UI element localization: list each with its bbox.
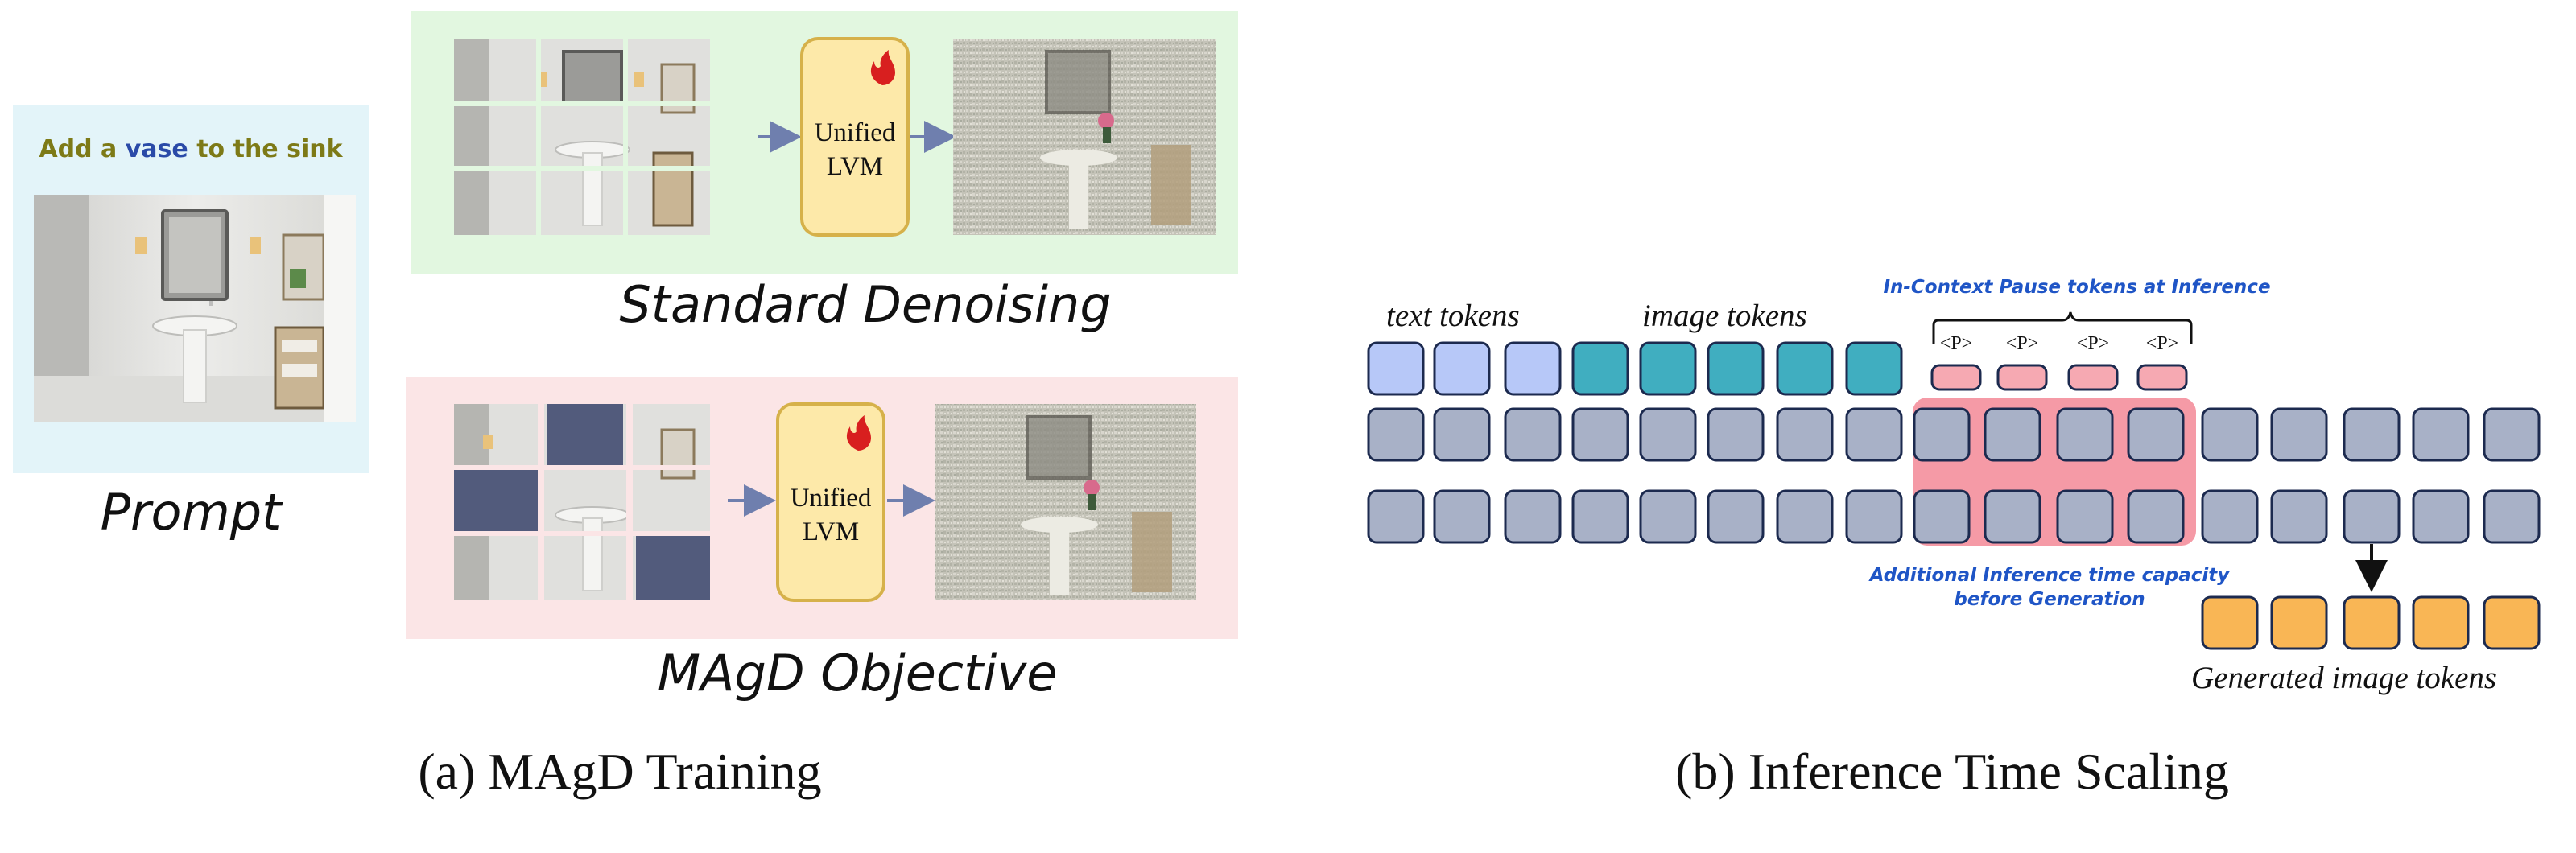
pause-token-label: <P> <box>1939 333 1973 354</box>
gray-token <box>1504 407 1562 462</box>
magd-lvm-label: Unified LVM <box>778 481 884 549</box>
gray-token <box>2483 407 2541 462</box>
gray-token <box>1913 407 1971 462</box>
pause-token <box>1930 364 1982 391</box>
generated-tokens <box>2201 595 2541 650</box>
gray-token <box>2127 407 2185 462</box>
image-token <box>1707 341 1765 396</box>
capacity-note: Additional Inference time capacity befor… <box>1848 563 2251 612</box>
gray-token <box>1433 489 1491 544</box>
image-tokens-label: image tokens <box>1642 299 1807 333</box>
pause-token-label: <P> <box>2076 333 2110 354</box>
magd-lvm-line2: LVM <box>802 517 860 546</box>
standard-lvm-label: Unified LVM <box>802 116 908 183</box>
generated-token <box>2483 595 2541 650</box>
image-token <box>1571 341 1629 396</box>
gray-token <box>1707 489 1765 544</box>
gray-token <box>2201 489 2259 544</box>
prompt-word-3: to the sink <box>188 135 343 163</box>
gray-token <box>2343 407 2401 462</box>
gray-token <box>1367 489 1425 544</box>
text-tokens-label: text tokens <box>1386 299 1520 333</box>
magd-label: MAgD Objective <box>657 644 1058 703</box>
image-token <box>1776 341 1834 396</box>
gray-token <box>1913 489 1971 544</box>
gray-token <box>2270 407 2328 462</box>
generated-token <box>2270 595 2328 650</box>
prompt-word-vase: vase <box>125 135 188 163</box>
text-token <box>1367 341 1425 396</box>
gray-token <box>2127 489 2185 544</box>
gray-token <box>2056 489 2114 544</box>
gray-token <box>1984 407 2041 462</box>
caption-left: (a) MAgD Training <box>418 743 822 800</box>
pause-token <box>2136 364 2188 391</box>
pause-token <box>1996 364 2048 391</box>
capacity-highlight <box>1913 398 2196 546</box>
prompt-word-1: Add a <box>39 135 126 163</box>
row3-tokens <box>1367 489 2541 544</box>
standard-lvm-line1: Unified <box>814 118 896 147</box>
gray-token <box>1984 489 2041 544</box>
gray-token <box>1504 489 1562 544</box>
caption-right: (b) Inference Time Scaling <box>1675 743 2229 800</box>
gray-token <box>1639 407 1697 462</box>
gray-token <box>2056 407 2114 462</box>
gray-token <box>1639 489 1697 544</box>
generated-label: Generated image tokens <box>2191 661 2497 695</box>
gray-token <box>1707 407 1765 462</box>
gray-token <box>1845 407 1903 462</box>
gray-token <box>2483 489 2541 544</box>
pause-tokens <box>1930 364 2188 391</box>
standard-label: Standard Denoising <box>619 275 1112 334</box>
row2-tokens <box>1367 407 2541 462</box>
text-token <box>1504 341 1562 396</box>
pause-title: In-Context Pause tokens at Inference <box>1883 277 2271 298</box>
gray-token <box>1571 407 1629 462</box>
gray-token <box>1433 407 1491 462</box>
capacity-line2: before Generation <box>1954 589 2145 610</box>
pause-token-label: <P> <box>2005 333 2039 354</box>
gray-token <box>2412 489 2470 544</box>
prompt-text: Add a vase to the sink <box>13 135 369 163</box>
capacity-line1: Additional Inference time capacity <box>1869 565 2230 586</box>
image-token <box>1845 341 1903 396</box>
gray-token <box>1367 407 1425 462</box>
gray-token <box>2412 407 2470 462</box>
standard-lvm-line2: LVM <box>826 152 884 181</box>
gray-token <box>1845 489 1903 544</box>
pause-token <box>2067 364 2119 391</box>
generated-token <box>2343 595 2401 650</box>
pause-token-label: <P> <box>2145 333 2179 354</box>
gray-token <box>1776 489 1834 544</box>
generated-token <box>2412 595 2470 650</box>
image-token <box>1639 341 1697 396</box>
prompt-label: Prompt <box>100 483 282 542</box>
gray-token <box>2201 407 2259 462</box>
gray-token <box>1776 407 1834 462</box>
gray-token <box>1571 489 1629 544</box>
gray-token <box>2343 489 2401 544</box>
text-token <box>1433 341 1491 396</box>
row1-tokens <box>1367 341 1903 396</box>
magd-lvm-line1: Unified <box>790 484 872 513</box>
gray-token <box>2270 489 2328 544</box>
